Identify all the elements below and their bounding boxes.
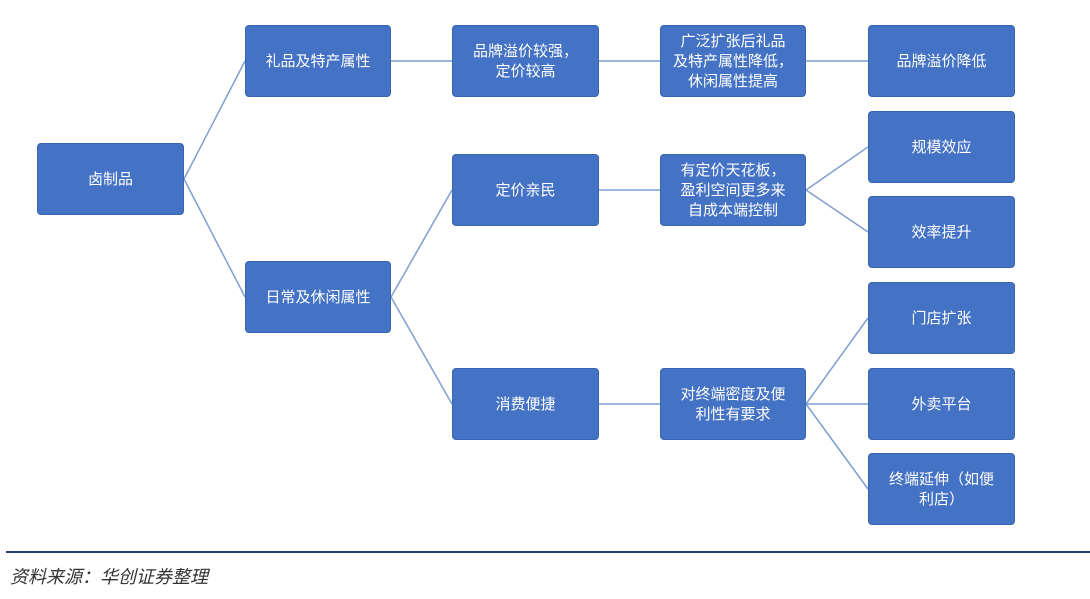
node-terminal-ext: 终端延伸（如便 利店） — [868, 453, 1015, 525]
edge-density-terminal — [805, 403, 869, 490]
edge-daily-convenience — [390, 296, 453, 405]
connector-lines — [183, 60, 869, 490]
edge-root-daily — [183, 178, 246, 298]
source-note: 资料来源：华创证券整理 — [10, 567, 208, 588]
edge-density-store — [805, 317, 869, 405]
edge-daily-pricing — [390, 189, 453, 298]
node-density: 对终端密度及便 利性有要求 — [660, 368, 806, 440]
node-premium-down: 品牌溢价降低 — [868, 25, 1015, 97]
node-scale: 规模效应 — [868, 111, 1015, 183]
edge-ceiling-efficiency — [805, 189, 869, 233]
node-efficiency: 效率提升 — [868, 196, 1015, 268]
node-store-expand: 门店扩张 — [868, 282, 1015, 354]
node-pricing-people: 定价亲民 — [452, 154, 599, 226]
edge-ceiling-scale — [805, 146, 869, 191]
node-delivery: 外卖平台 — [868, 368, 1015, 440]
footer-divider — [6, 551, 1090, 553]
edge-root-gift — [183, 60, 246, 180]
node-convenience: 消费便捷 — [452, 368, 599, 440]
node-daily: 日常及休闲属性 — [245, 261, 391, 333]
node-brand-premium: 品牌溢价较强， 定价较高 — [452, 25, 599, 97]
node-gift: 礼品及特产属性 — [245, 25, 391, 97]
node-expand-gift: 广泛扩张后礼品 及特产属性降低， 休闲属性提高 — [660, 25, 806, 97]
node-root: 卤制品 — [37, 143, 184, 215]
node-price-ceiling: 有定价天花板， 盈利空间更多来 自成本端控制 — [660, 154, 806, 226]
